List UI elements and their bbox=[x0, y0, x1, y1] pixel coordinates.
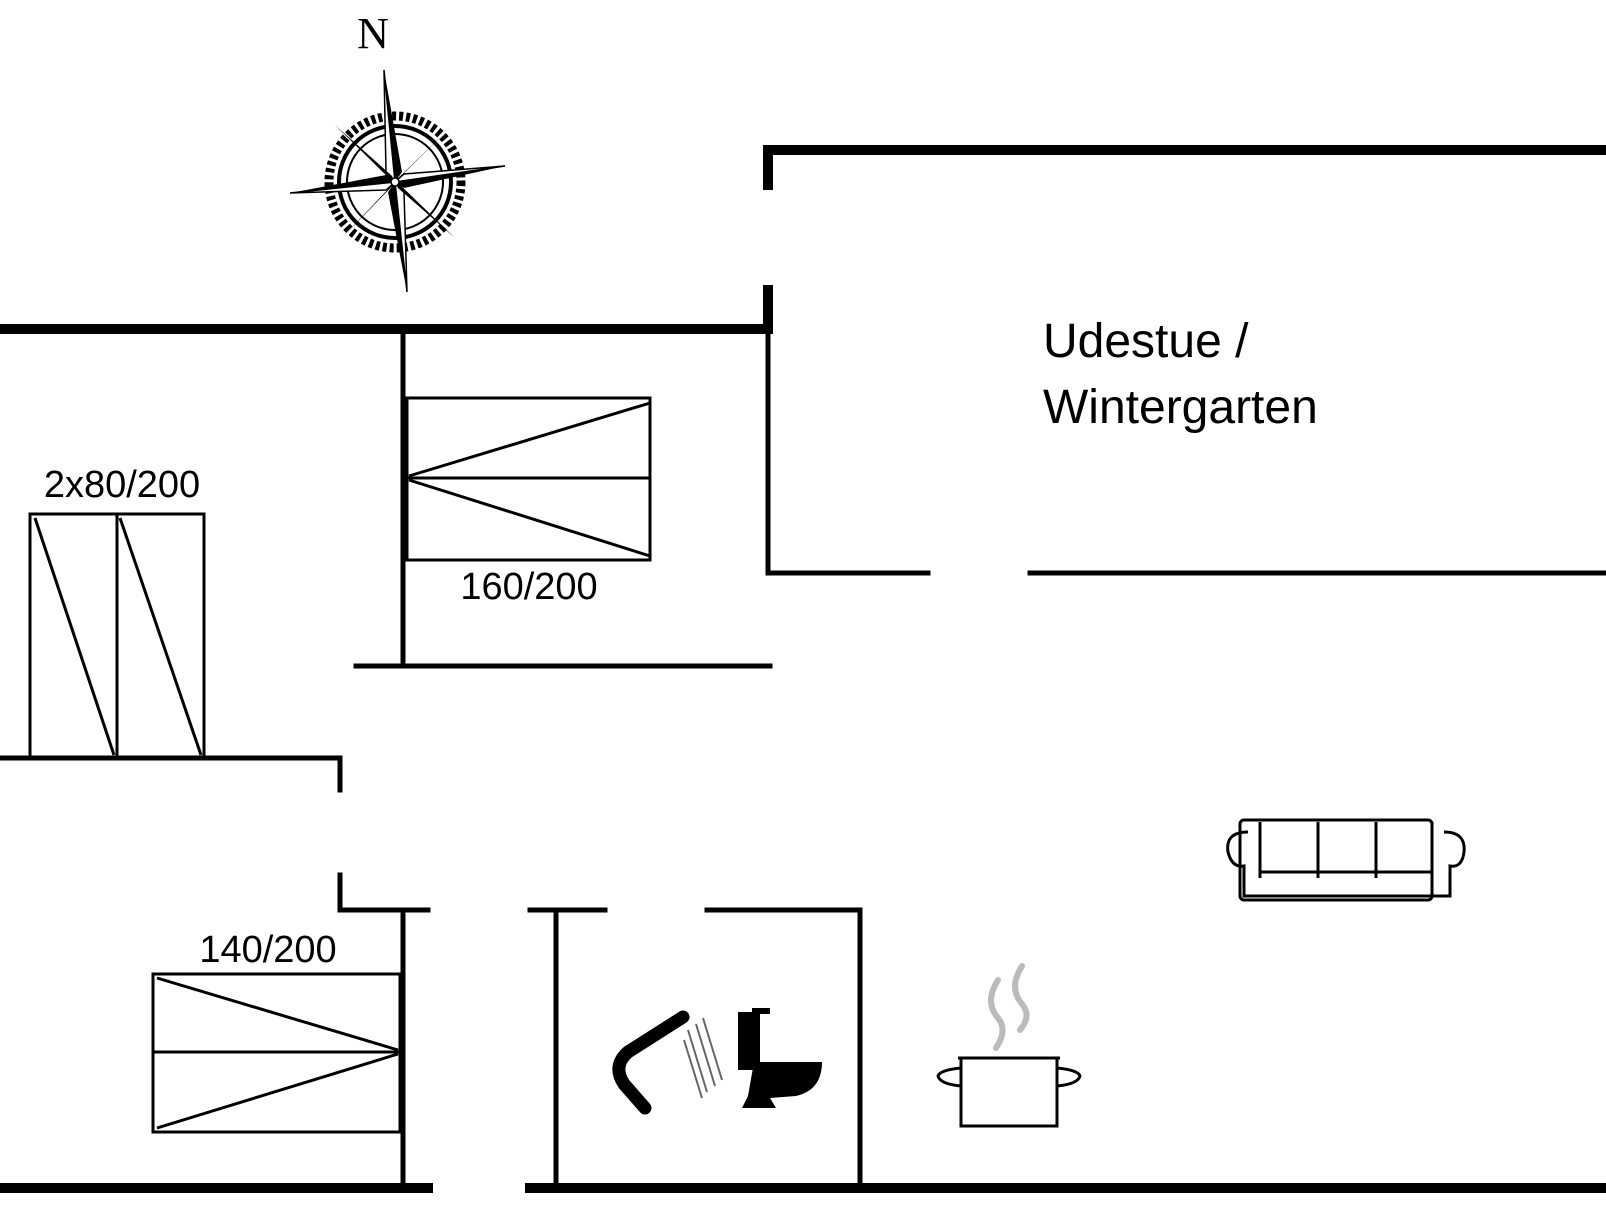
wintergarden-label-line1: Udestue / bbox=[1043, 315, 1249, 368]
wintergarden-label: Udestue / Wintergarten bbox=[1043, 315, 1318, 434]
double-bed-140-label: 140/200 bbox=[199, 929, 336, 971]
twin-beds-label: 2x80/200 bbox=[44, 464, 200, 506]
sofa-icon bbox=[1226, 818, 1466, 902]
double-bed-140: 140/200 bbox=[151, 929, 402, 1134]
shower-icon bbox=[612, 1010, 723, 1115]
double-bed-160-label: 160/200 bbox=[460, 566, 597, 608]
double-bed-160: 160/200 bbox=[405, 396, 652, 608]
cooking-pot-icon bbox=[936, 963, 1082, 1128]
walls bbox=[0, 145, 1606, 1193]
wintergarden-label-line2: Wintergarten bbox=[1043, 381, 1318, 434]
toilet-icon bbox=[738, 1008, 822, 1108]
twin-beds: 2x80/200 bbox=[28, 464, 206, 760]
north-label: N bbox=[357, 9, 389, 58]
compass-icon: N bbox=[289, 9, 506, 293]
